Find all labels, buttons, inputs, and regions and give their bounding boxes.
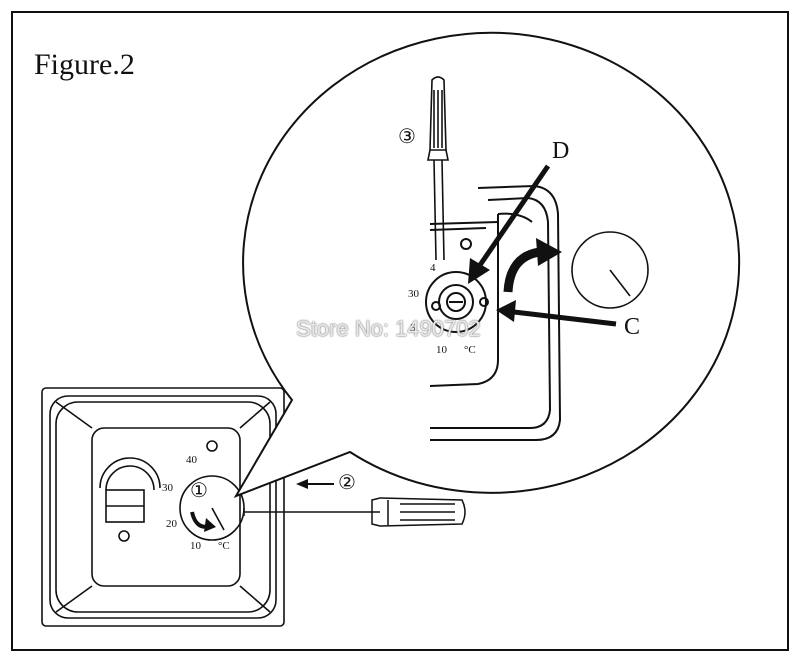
dial-rotate-arrow xyxy=(190,511,216,532)
scale-small-10: 10 xyxy=(190,540,201,552)
figure-border xyxy=(11,11,789,651)
step-1-marker: ① xyxy=(190,478,208,502)
removed-knob xyxy=(571,231,649,309)
scale-small-unit: °C xyxy=(218,540,230,552)
scale-zoom-unit: °C xyxy=(464,344,476,356)
label-d: D xyxy=(552,138,570,164)
screwdriver-small xyxy=(243,497,466,527)
store-watermark: Store No: 1490702 xyxy=(296,316,481,341)
scale-small-30: 30 xyxy=(162,482,173,494)
label-c: C xyxy=(624,314,641,340)
scale-small-40: 40 xyxy=(186,454,197,466)
thermostat-device xyxy=(41,387,285,627)
arrow-c xyxy=(496,300,617,327)
step-2-marker: ② xyxy=(338,470,356,494)
scale-small-20: 20 xyxy=(166,518,177,530)
insert-arrow xyxy=(296,479,334,489)
zoomed-device xyxy=(425,184,562,441)
callout-bubble xyxy=(233,31,741,498)
figure-title: Figure.2 xyxy=(34,48,135,81)
screwdriver-large xyxy=(427,76,449,261)
scale-zoom-4: 4 xyxy=(430,262,436,274)
lift-arrow xyxy=(503,238,562,293)
scale-zoom-5: 5 xyxy=(410,322,416,334)
arrow-d xyxy=(468,164,551,284)
step-3-marker: ③ xyxy=(398,124,416,148)
scale-zoom-10: 10 xyxy=(436,344,447,356)
scale-zoom-30: 30 xyxy=(408,288,419,300)
